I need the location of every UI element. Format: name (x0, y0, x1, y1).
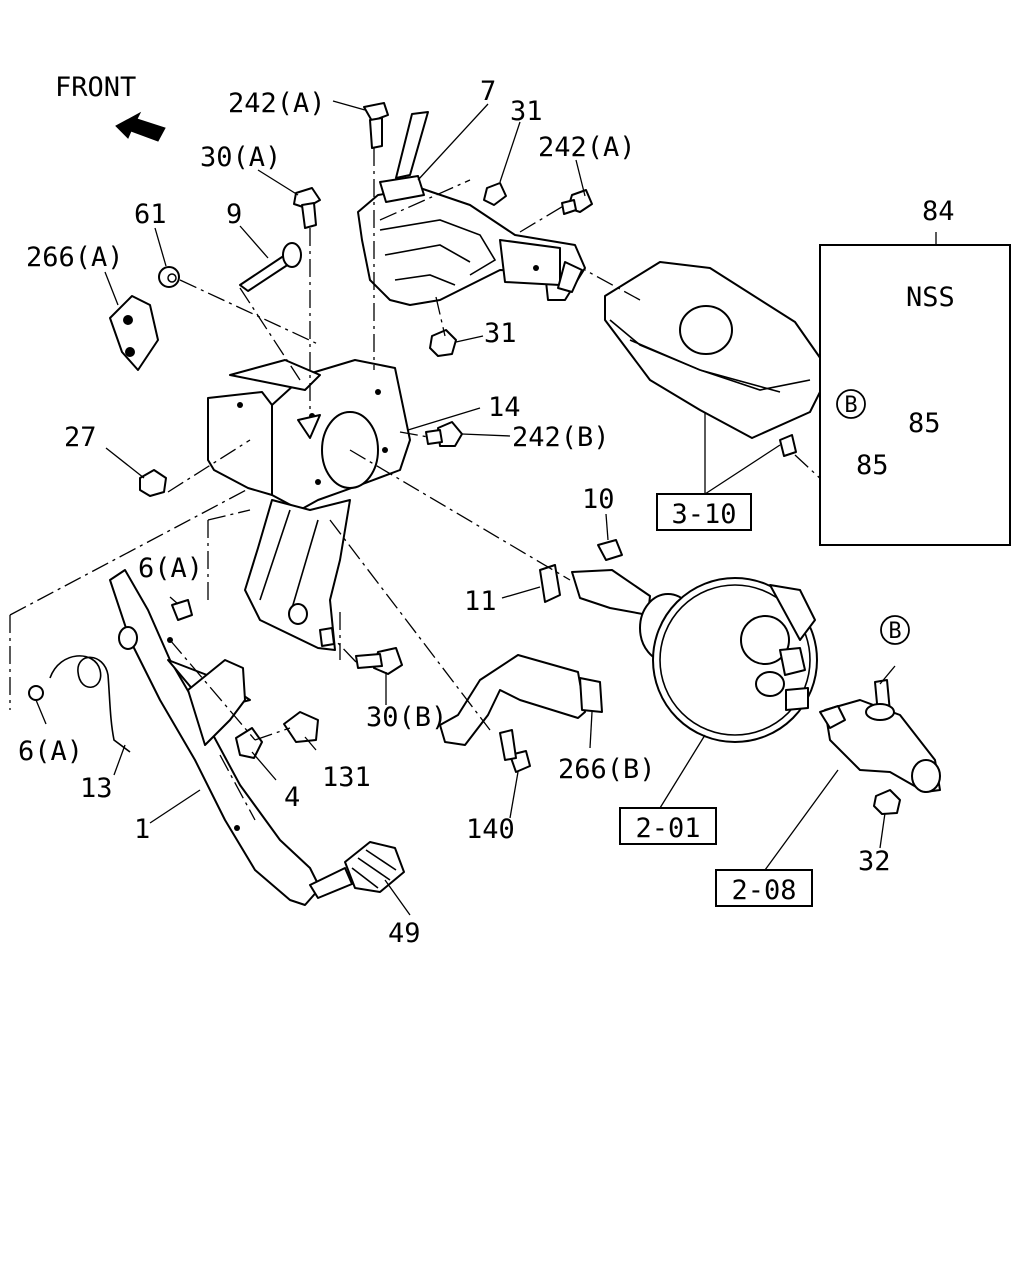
label-49: 49 (388, 918, 421, 949)
label-32: 32 (858, 846, 891, 877)
master-cylinder (819, 679, 941, 815)
nut-131 (283, 711, 319, 743)
label-6a-lower: 6(A) (18, 736, 83, 767)
washer-6a-lower (28, 685, 44, 701)
label-61: 61 (134, 199, 167, 230)
bolt-242a-top (363, 102, 389, 122)
label-85-upper: 85 (908, 408, 941, 439)
label-84: 84 (922, 196, 955, 227)
bushing-6a-upper (171, 599, 193, 621)
front-arrow-icon (115, 111, 166, 142)
callout-b-lower: B (880, 615, 910, 645)
nss-detail-box (819, 244, 1011, 546)
clip-266a (109, 295, 159, 371)
label-242a-top: 242(A) (228, 88, 326, 119)
label-266a: 266(A) (26, 242, 124, 273)
part-labels: 242(A) 7 31 242(A) 30(A) 61 9 266(A) 84 … (18, 76, 955, 949)
nut-31-mid (429, 329, 457, 357)
clip-11 (539, 564, 561, 603)
nut-32 (873, 789, 901, 815)
nut-27 (139, 469, 167, 497)
label-10: 10 (582, 484, 615, 515)
svg-text:B: B (888, 619, 901, 644)
label-13: 13 (80, 773, 113, 804)
callout-b-upper: B (836, 389, 866, 419)
label-7: 7 (480, 76, 496, 107)
ref-box-2-08[interactable]: 2-08 (715, 869, 813, 907)
ref-box-3-10[interactable]: 3-10 (656, 493, 752, 531)
reservoir-tank (604, 261, 831, 457)
svg-text:2-08: 2-08 (731, 875, 796, 906)
label-1: 1 (134, 814, 150, 845)
front-label: FRONT (55, 72, 136, 103)
nut-31-top (483, 182, 507, 206)
lower-bracket (244, 499, 351, 651)
nss-label: NSS (906, 282, 955, 313)
label-30b: 30(B) (366, 702, 447, 733)
svg-text:B: B (844, 393, 857, 418)
label-140: 140 (466, 814, 515, 845)
svg-text:2-01: 2-01 (635, 813, 700, 844)
label-242a-right: 242(A) (538, 132, 636, 163)
label-30a: 30(A) (200, 142, 281, 173)
label-31-top: 31 (510, 96, 543, 127)
bracket-266b (439, 654, 586, 746)
label-242b: 242(B) (512, 422, 610, 453)
label-4: 4 (284, 782, 300, 813)
label-14: 14 (488, 392, 521, 423)
return-spring-13 (49, 655, 131, 753)
label-6a-upper: 6(A) (138, 553, 203, 584)
label-31-mid: 31 (484, 318, 517, 349)
label-9: 9 (226, 199, 242, 230)
screw-10 (597, 539, 623, 561)
label-266b: 266(B) (558, 754, 656, 785)
svg-text:3-10: 3-10 (671, 499, 736, 530)
clip-4 (235, 727, 263, 759)
label-27: 27 (64, 422, 97, 453)
label-131: 131 (322, 762, 371, 793)
parts-drawing (28, 102, 996, 906)
brake-booster (571, 569, 818, 743)
label-85-lower: 85 (856, 450, 889, 481)
upper-bracket (357, 187, 586, 306)
label-11: 11 (464, 586, 497, 617)
ref-box-2-01[interactable]: 2-01 (619, 807, 717, 845)
